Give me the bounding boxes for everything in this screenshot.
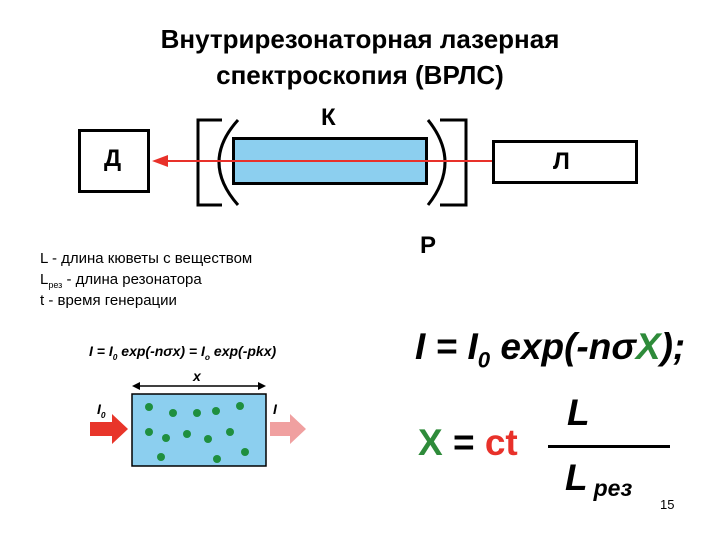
in-intensity-label: I0: [97, 401, 106, 420]
page-number: 15: [660, 497, 675, 512]
left-mirror-curve: [217, 118, 240, 206]
legend-line2: Lрез - длина резонатора: [40, 271, 202, 290]
arrow-out: [270, 414, 306, 444]
arrow-in: [90, 414, 128, 444]
out-intensity-label: I: [273, 401, 277, 417]
second-formula: X = ct: [418, 422, 518, 463]
laser-label: Л: [553, 148, 570, 175]
main-formula: I = I0 exp(-nσX);: [415, 326, 686, 373]
molecules: [145, 402, 249, 463]
right-mirror-bracket: [440, 118, 468, 207]
page-title-line1: Внутрирезонаторная лазерная: [160, 24, 560, 54]
fraction-numerator: L: [567, 392, 590, 433]
legend-line1: L - длина кюветы с веществом: [40, 250, 253, 267]
x-label: x: [193, 368, 201, 384]
resonator-label: Р: [420, 232, 437, 259]
beam-arrowhead: [152, 155, 168, 167]
legend-line3: t - время генерации: [40, 292, 177, 309]
page-title-line2: спектроскопия (ВРЛС): [216, 60, 504, 90]
right-mirror-curve: [426, 119, 447, 206]
cuvette-label: К: [321, 104, 336, 131]
left-mirror-bracket: [196, 118, 222, 207]
main-formula-x: X: [635, 326, 661, 367]
fraction-line: [548, 445, 670, 448]
detector-box: [78, 129, 150, 193]
detector-label: Д: [104, 145, 122, 172]
laser-box: [492, 140, 638, 184]
small-formula: I = I0 exp(-nσx) = Io exp(-pkx): [89, 343, 277, 362]
